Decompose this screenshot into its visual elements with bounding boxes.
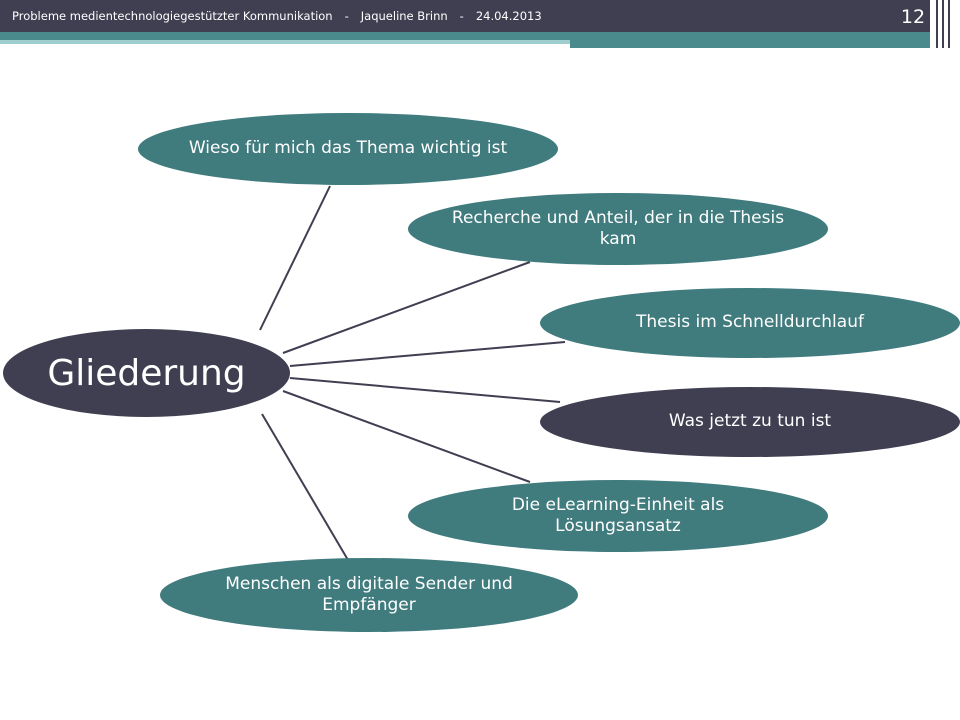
connector-line <box>282 390 531 483</box>
center-node[interactable]: Gliederung <box>3 329 290 417</box>
header-text: Probleme medientechnologiegestützter Kom… <box>12 9 542 23</box>
connector-line <box>261 413 349 561</box>
node-elearning-unit[interactable]: Die eLearning-Einheit als Lösungsansatz <box>408 480 828 552</box>
connector-line <box>282 261 531 354</box>
slide-number: 12 <box>900 6 926 28</box>
node-thesis-overview[interactable]: Thesis im Schnelldurchlauf <box>540 288 960 358</box>
connector-line <box>289 377 561 403</box>
decorative-line <box>936 0 938 48</box>
header-separator: - <box>459 9 464 23</box>
header-accent-bar <box>0 32 930 43</box>
center-label: Gliederung <box>47 352 246 394</box>
node-label: Menschen als digitale Sender und Empfäng… <box>225 573 513 615</box>
author: Jaqueline Brinn <box>360 9 448 23</box>
header-accent-stripe <box>0 40 570 44</box>
presentation-title: Probleme medientechnologiegestützter Kom… <box>12 9 333 23</box>
header-bar <box>0 0 930 32</box>
node-label: Thesis im Schnelldurchlauf <box>636 312 864 333</box>
connector-line <box>289 341 566 367</box>
node-label: Recherche und Anteil, der in die Thesis … <box>451 207 785 249</box>
header-separator: - <box>344 9 349 23</box>
decorative-line <box>948 0 950 48</box>
decorative-line <box>942 0 944 48</box>
node-next-steps[interactable]: Was jetzt zu tun ist <box>540 387 960 457</box>
presentation-date: 24.04.2013 <box>475 9 542 23</box>
node-digital-senders[interactable]: Menschen als digitale Sender und Empfäng… <box>160 558 578 632</box>
node-label: Was jetzt zu tun ist <box>668 411 832 432</box>
header-accent-bar-right <box>570 40 930 48</box>
node-label: Die eLearning-Einheit als Lösungsansatz <box>511 494 725 536</box>
node-topic-importance[interactable]: Wieso für mich das Thema wichtig ist <box>138 113 558 185</box>
node-research[interactable]: Recherche und Anteil, der in die Thesis … <box>408 193 828 265</box>
node-label: Wieso für mich das Thema wichtig ist <box>188 138 508 159</box>
connector-line <box>259 185 331 331</box>
